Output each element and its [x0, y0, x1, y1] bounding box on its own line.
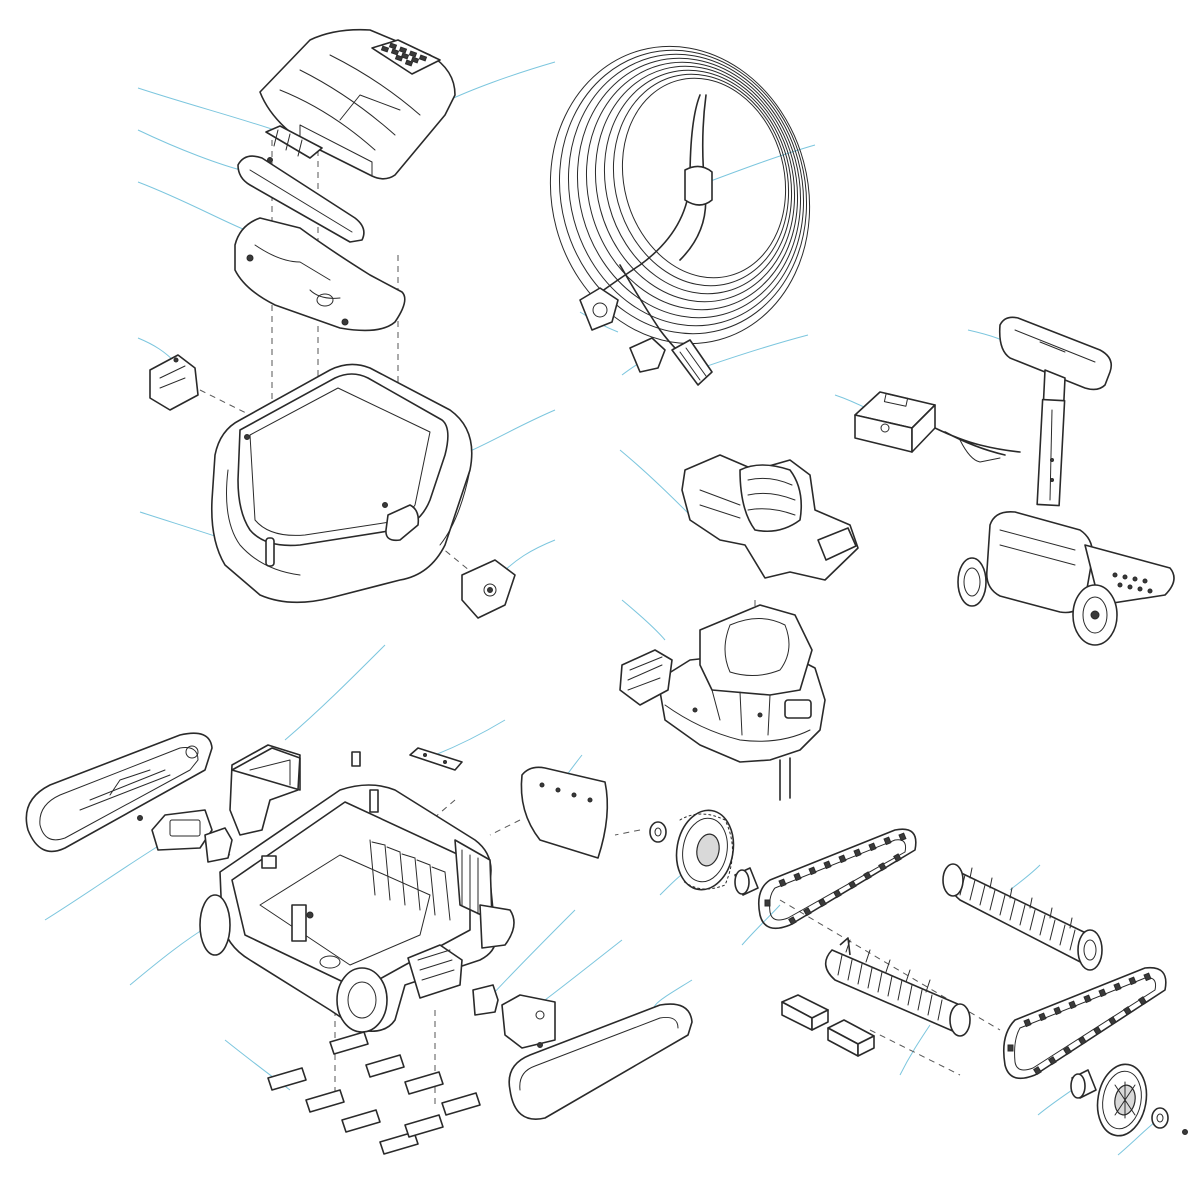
carry-handle — [237, 155, 365, 243]
side-clip-right — [461, 559, 516, 619]
chassis-base — [199, 751, 515, 1033]
small-bar — [409, 747, 463, 771]
cable-connector — [671, 339, 713, 386]
filter-housing — [681, 454, 859, 581]
washer-right — [1151, 1107, 1188, 1135]
washer-left — [649, 821, 667, 843]
side-bracket-tall — [229, 744, 301, 836]
power-supply — [854, 391, 1021, 463]
body-shell — [210, 363, 473, 604]
track-left — [757, 828, 917, 930]
small-clip-a — [204, 827, 233, 863]
leader-lines — [44, 61, 1156, 1156]
cable-swivel — [579, 287, 666, 373]
track-right — [1002, 966, 1167, 1080]
drive-gear-left — [675, 809, 735, 891]
side-panel-right — [508, 1003, 693, 1120]
roller-brush-top — [942, 863, 1103, 971]
top-cover — [259, 28, 456, 180]
bracket-left — [137, 809, 213, 851]
sensor-cover — [231, 747, 301, 791]
curved-flap — [520, 766, 609, 859]
bushing-right — [1070, 1069, 1097, 1099]
small-clip-b — [472, 984, 499, 1016]
foam-pad-left — [781, 994, 829, 1031]
cover-grille-insert — [265, 125, 323, 163]
side-panel-left — [25, 732, 213, 853]
roller-brush-bottom — [824, 937, 971, 1037]
motor-unit — [619, 604, 826, 801]
drive-gear-right — [1096, 1063, 1148, 1137]
floating-cable-coil — [549, 45, 811, 363]
side-clip-left — [149, 354, 199, 411]
bracket-right — [501, 994, 556, 1049]
foam-pad-right — [827, 1019, 875, 1057]
handle-bracket — [234, 217, 406, 332]
bushing-left — [734, 867, 759, 896]
caddy-cart — [957, 316, 1175, 646]
bottom-clips — [267, 1031, 481, 1155]
